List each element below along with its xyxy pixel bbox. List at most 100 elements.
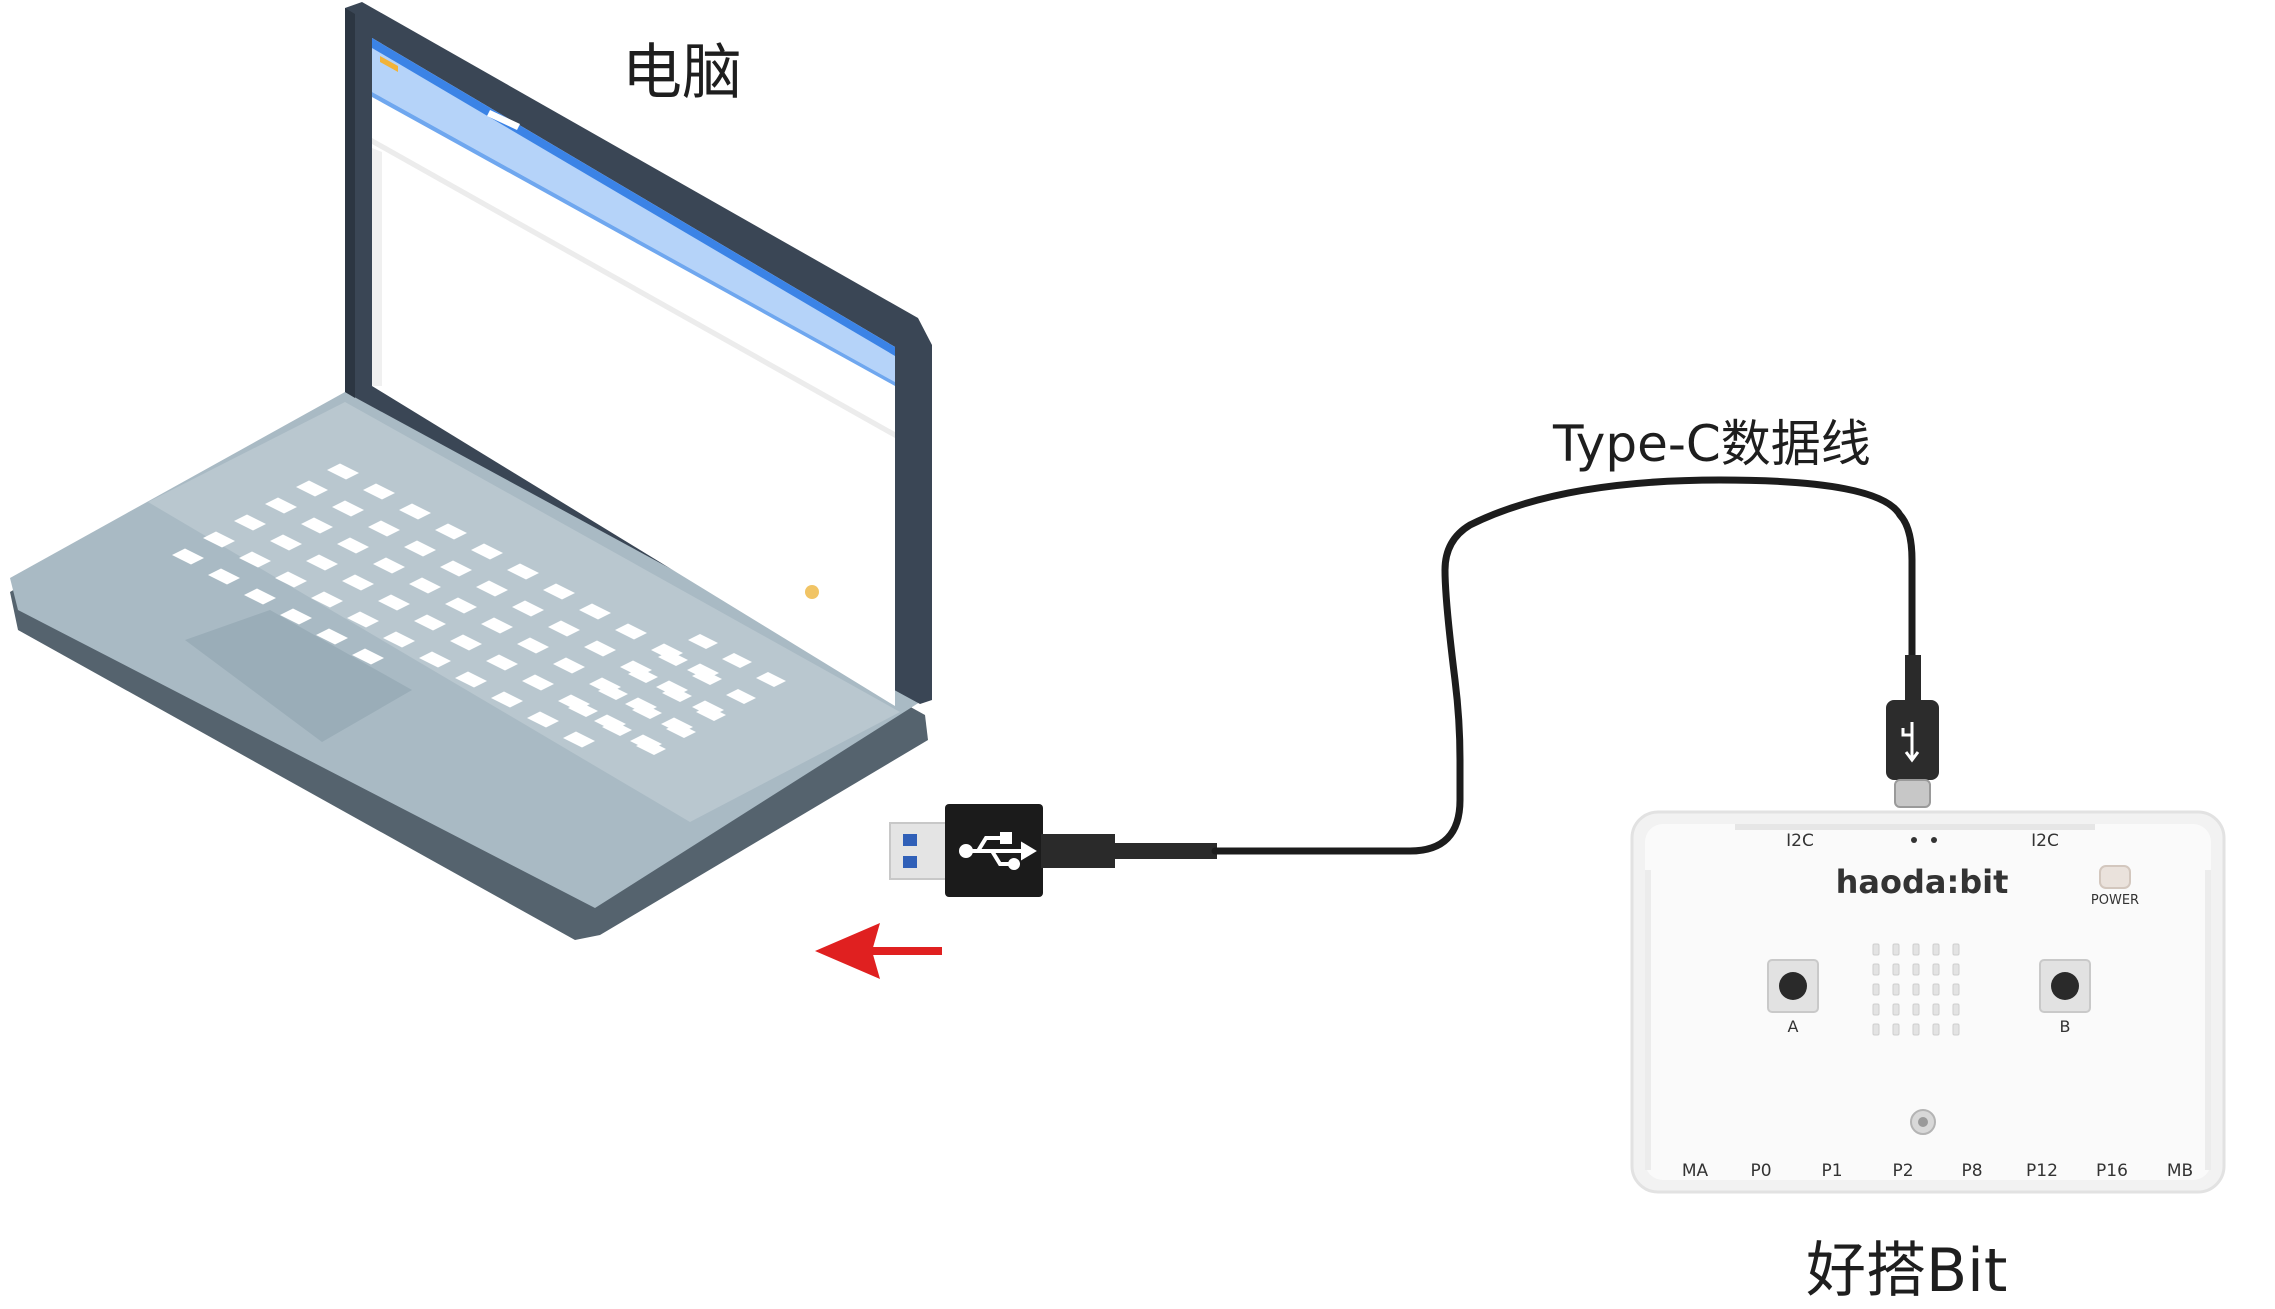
pin-label-ma: MA: [1682, 1161, 1709, 1181]
led-pixel: [1872, 983, 1880, 996]
keyboard-key: [481, 617, 513, 634]
led-pixel: [1872, 943, 1880, 956]
led-pixel: [1872, 963, 1880, 976]
window-titlebar-line: [372, 92, 895, 386]
keyboard-key: [332, 500, 364, 517]
usb-icon: [959, 832, 1037, 870]
keyboard-key: [296, 480, 328, 497]
keyboard-key: [378, 594, 410, 611]
i2c-right-label: I2C: [2031, 831, 2059, 851]
i2c-left-label: I2C: [1786, 831, 1814, 851]
computer-label: 电脑: [622, 38, 742, 108]
keyboard-key: [383, 631, 415, 648]
numpad-key: [726, 689, 756, 704]
window-toolbar-line: [372, 138, 895, 438]
keyboard-key: [517, 637, 549, 654]
usb-a-slot-bottom: [903, 856, 917, 868]
keyboard: [172, 463, 786, 755]
screen-indicator-dot: [805, 585, 819, 599]
board-right-rail: [2205, 870, 2211, 1170]
direction-arrow-icon: [815, 923, 942, 979]
led-pixel: [1872, 1023, 1880, 1036]
keyboard-key: [476, 580, 508, 597]
cable-label: Type-C数据线: [1553, 415, 1871, 473]
keyboard-key: [347, 611, 379, 628]
led-pixel: [1952, 963, 1960, 976]
led-pixel: [1892, 943, 1900, 956]
led-pixel: [1912, 943, 1920, 956]
power-label: POWER: [2091, 893, 2139, 908]
led-pixel: [1892, 963, 1900, 976]
board-led-dot: [1911, 837, 1917, 843]
led-pixel: [1912, 1023, 1920, 1036]
keyboard-key: [352, 648, 384, 665]
board-led-dot: [1931, 837, 1937, 843]
keyboard-key: [409, 577, 441, 594]
keyboard-key: [507, 563, 539, 580]
led-pixel: [1912, 983, 1920, 996]
screen-inner-frame: [372, 148, 382, 386]
numpad-key: [628, 668, 658, 683]
laptop: [10, 2, 932, 940]
led-pixel: [1952, 1023, 1960, 1036]
keyboard-key: [275, 571, 307, 588]
keyboard-key: [471, 543, 503, 560]
led-pixel: [1932, 963, 1940, 976]
numpad-key: [688, 634, 718, 649]
numpad-key: [602, 721, 632, 736]
numpad-key: [658, 651, 688, 666]
keyboard-key: [316, 628, 348, 645]
numpad-key: [568, 702, 598, 717]
led-pixel: [1952, 1003, 1960, 1016]
keyboard-key: [373, 557, 405, 574]
led-pixel: [1932, 1003, 1940, 1016]
usb-a-neck: [1041, 834, 1115, 868]
keyboard-key: [615, 623, 647, 640]
usb-a-slot-top: [903, 834, 917, 846]
keyboard-key: [306, 554, 338, 571]
keyboard-key: [311, 591, 343, 608]
pin-label-p1: P1: [1821, 1161, 1842, 1181]
pin-label-mb: MB: [2167, 1161, 2193, 1181]
type-c-metal-tip: [1894, 779, 1931, 808]
pin-label-p8: P8: [1961, 1161, 1982, 1181]
keyboard-key: [445, 597, 477, 614]
keyboard-key: [563, 731, 595, 748]
led-matrix: [1872, 943, 1960, 1036]
board-top-slot: [1735, 824, 2095, 830]
keyboard-key: [342, 574, 374, 591]
type-c-strain-relief: [1905, 655, 1921, 700]
pin-label-p2: P2: [1892, 1161, 1913, 1181]
keyboard-key: [270, 534, 302, 551]
board-sensor-center: [1918, 1117, 1928, 1127]
keyboard-key: [584, 640, 616, 657]
led-pixel: [1872, 1003, 1880, 1016]
button-b: [2039, 959, 2091, 1013]
keyboard-key: [455, 671, 487, 688]
numpad-key: [598, 685, 628, 700]
led-pixel: [1952, 943, 1960, 956]
button-a: [1767, 959, 1819, 1013]
numpad-key: [692, 670, 722, 685]
board-case-inner: [1645, 824, 2211, 1180]
keyboard-key: [265, 497, 297, 514]
led-pixel: [1892, 1003, 1900, 1016]
keyboard-key: [522, 674, 554, 691]
keyboard-key: [450, 634, 482, 651]
keyboard-key: [419, 651, 451, 668]
window-app-icon: [380, 56, 398, 72]
keyboard-key: [548, 620, 580, 637]
pin-label-p16: P16: [2096, 1161, 2128, 1181]
keyboard-key: [280, 608, 312, 625]
keyboard-key: [486, 654, 518, 671]
type-c-cable: [1211, 476, 1916, 855]
keyboard-key: [208, 568, 240, 585]
led-pixel: [1892, 983, 1900, 996]
usb-a-plug: [889, 804, 1217, 897]
power-switch: [2099, 865, 2131, 889]
led-pixel: [1952, 983, 1960, 996]
type-c-plug: [1886, 655, 1939, 808]
button-b-label: B: [2060, 1017, 2071, 1036]
